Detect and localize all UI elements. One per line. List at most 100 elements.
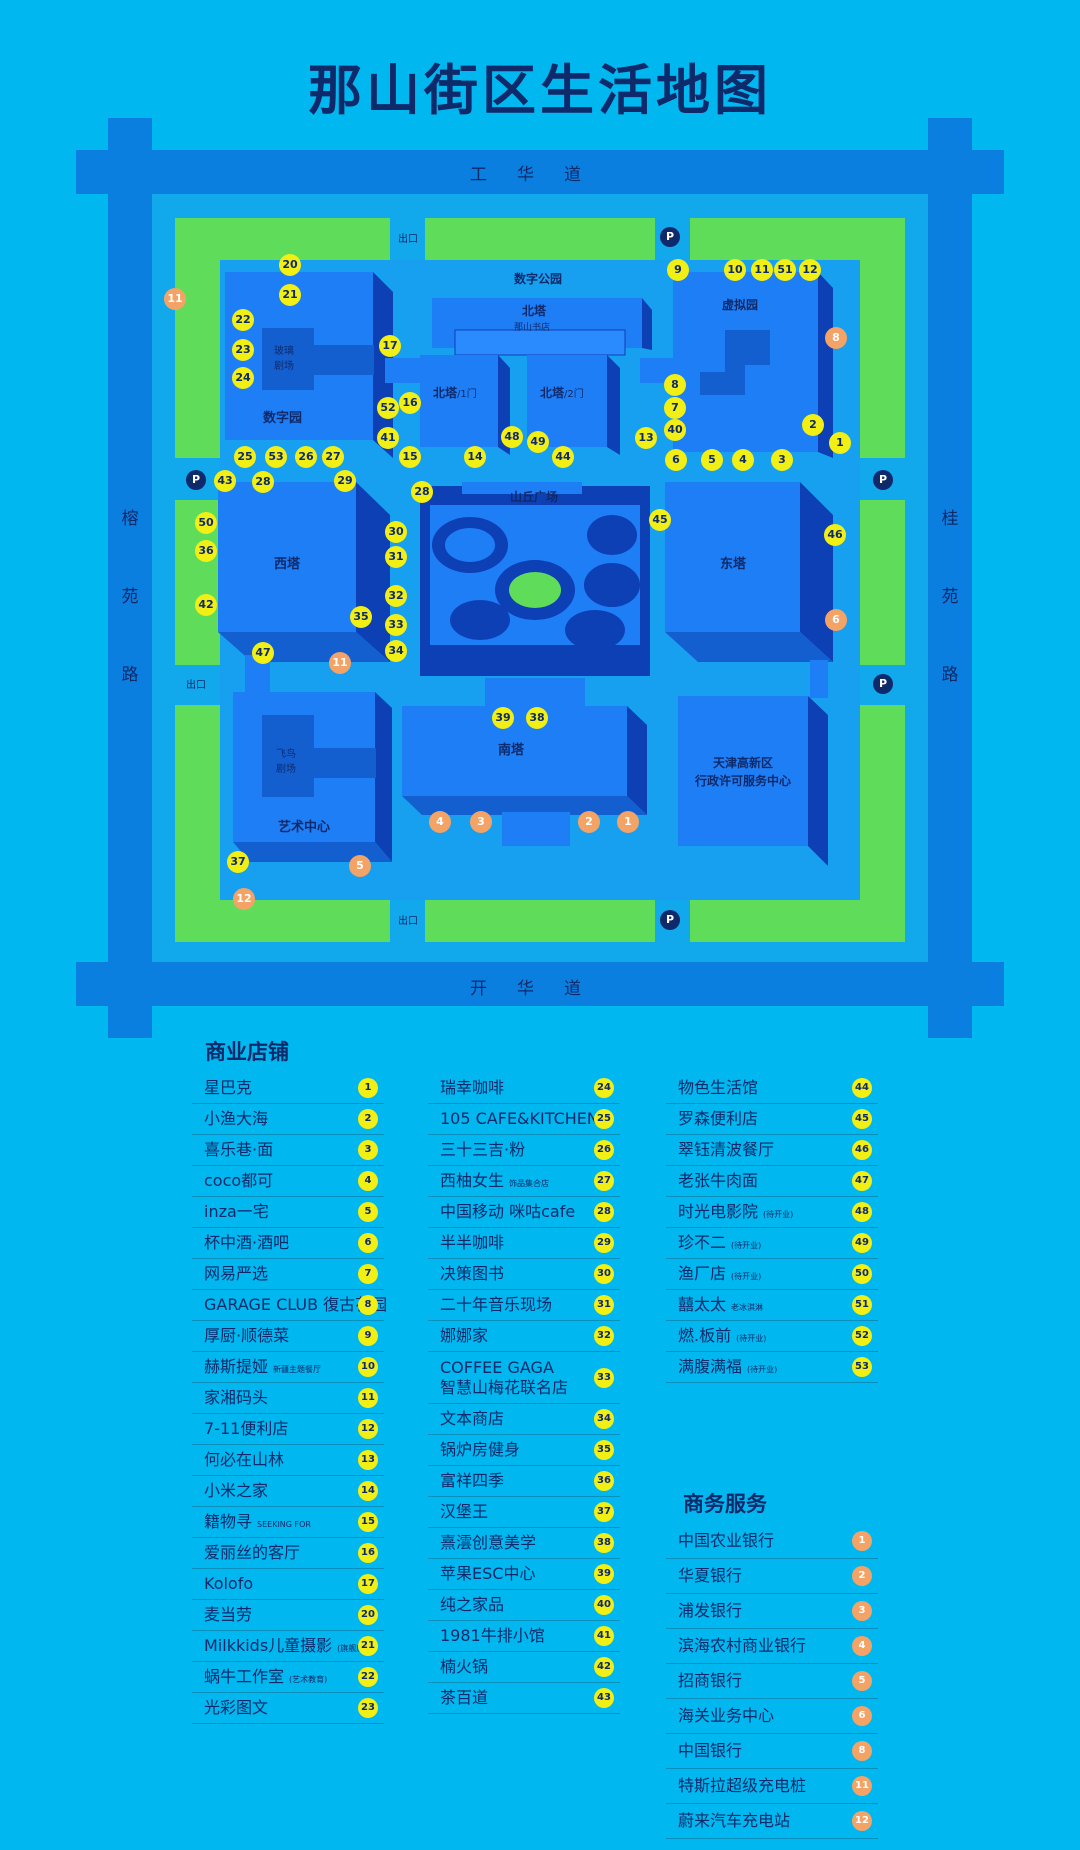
map-marker-service: 2 bbox=[578, 811, 600, 833]
legend-name: 茶百道 bbox=[440, 1688, 489, 1707]
map-marker-shop: 25 bbox=[234, 446, 256, 468]
map-marker-shop: 39 bbox=[492, 707, 514, 729]
legend-name: 中国农业银行 bbox=[678, 1531, 775, 1550]
legend-note: (待开业) bbox=[731, 1272, 762, 1281]
legend-name: 蜗牛工作室 bbox=[204, 1667, 285, 1686]
legend-name: 滨海农村商业银行 bbox=[678, 1636, 807, 1655]
legend-note: (待开业) bbox=[736, 1334, 767, 1343]
legend-note: (待开业) bbox=[731, 1241, 762, 1250]
legend-number-badge: 41 bbox=[594, 1626, 614, 1646]
legend-name: 小渔大海 bbox=[204, 1109, 269, 1128]
map-marker-shop: 2 bbox=[802, 414, 824, 436]
legend-name: 小米之家 bbox=[204, 1481, 269, 1500]
legend-number-badge: 40 bbox=[594, 1595, 614, 1615]
map-marker-service: 1 bbox=[617, 811, 639, 833]
legend-number-badge: 1 bbox=[358, 1078, 378, 1098]
map-marker-shop: 49 bbox=[527, 431, 549, 453]
legend-number-badge: 34 bbox=[594, 1409, 614, 1429]
legend-number-badge: 30 bbox=[594, 1264, 614, 1284]
legend-name: 苹果ESC中心 bbox=[440, 1564, 536, 1583]
label-admin-center: 天津高新区 行政许可服务中心 bbox=[694, 756, 791, 788]
legend-name: 翠钰清波餐厅 bbox=[678, 1140, 775, 1159]
map-marker-shop: 48 bbox=[501, 426, 523, 448]
legend-number-badge: 51 bbox=[852, 1295, 872, 1315]
label-north-tower-gate2: 北塔/2门 bbox=[540, 384, 584, 401]
legend-number-badge: 27 bbox=[594, 1171, 614, 1191]
map-marker-shop: 50 bbox=[195, 512, 217, 534]
district-map bbox=[76, 118, 1004, 1038]
map-marker-shop: 26 bbox=[295, 446, 317, 468]
road-right-name: 桂苑路 bbox=[941, 509, 959, 685]
legend-number-badge: 50 bbox=[852, 1264, 872, 1284]
legend-name: inza一宅 bbox=[204, 1202, 269, 1221]
map-marker-shop: 28 bbox=[252, 471, 274, 493]
legend-number-badge: 42 bbox=[594, 1657, 614, 1677]
legend-row: 杯中酒·酒吧 6 bbox=[192, 1228, 384, 1259]
legend-name: 老张牛肉面 bbox=[678, 1171, 759, 1190]
legend-name: 汉堡王 bbox=[440, 1502, 489, 1521]
legend-row: Milkkids儿童摄影(旗舰店)21 bbox=[192, 1631, 384, 1662]
legend-name: 三十三吉·粉 bbox=[440, 1140, 526, 1159]
map-marker-shop: 37 bbox=[227, 851, 249, 873]
road-left-name: 榕苑路 bbox=[121, 509, 139, 685]
map-marker-shop: 6 bbox=[665, 449, 687, 471]
map-marker-shop: 22 bbox=[232, 309, 254, 331]
map-marker-shop: 5 bbox=[701, 449, 723, 471]
legend-name: 厚厨·顺德菜 bbox=[204, 1326, 290, 1345]
legend-number-badge: 6 bbox=[358, 1233, 378, 1253]
legend-number-badge: 12 bbox=[358, 1419, 378, 1439]
map-marker-shop: 14 bbox=[464, 446, 486, 468]
map-marker-shop: 17 bbox=[379, 335, 401, 357]
legend-name: 时光电影院 bbox=[678, 1202, 759, 1221]
legend-name: 满腹满福 bbox=[678, 1357, 743, 1376]
page-title: 那山街区生活地图 bbox=[308, 59, 772, 122]
legend-number-badge: 15 bbox=[358, 1512, 378, 1532]
map-marker-shop: 32 bbox=[385, 585, 407, 607]
map-marker-shop: 24 bbox=[232, 367, 254, 389]
legend-name: 罗森便利店 bbox=[678, 1109, 759, 1128]
legend-number-badge: 10 bbox=[358, 1357, 378, 1377]
legend-number-badge: 3 bbox=[358, 1140, 378, 1160]
legend-number-badge: 11 bbox=[852, 1776, 872, 1796]
map-marker-shop: 34 bbox=[385, 640, 407, 662]
legend-number-badge: 48 bbox=[852, 1202, 872, 1222]
legend-name: 渔厂店 bbox=[678, 1264, 727, 1283]
legend-name: 杯中酒·酒吧 bbox=[204, 1233, 290, 1252]
map-marker-service: 11 bbox=[164, 288, 186, 310]
legend-number-badge: 36 bbox=[594, 1471, 614, 1491]
map-marker-shop: 27 bbox=[322, 446, 344, 468]
map-marker-service: 6 bbox=[825, 609, 847, 631]
gate1-sub: /1门 bbox=[457, 389, 477, 400]
gate1-main: 北塔 bbox=[433, 386, 458, 400]
legend-name: 半半咖啡 bbox=[440, 1233, 505, 1252]
legend-number-badge: 43 bbox=[594, 1688, 614, 1708]
legend-name: 光彩图文 bbox=[204, 1698, 269, 1717]
exit-label-top: 出口 bbox=[398, 234, 418, 245]
label-north-tower: 北塔 bbox=[522, 304, 547, 318]
legend-name: 星巴克 bbox=[204, 1078, 253, 1097]
legend-name: 娜娜家 bbox=[440, 1326, 489, 1345]
legend-row: 渔厂店 (待开业) 50 bbox=[666, 1259, 878, 1290]
legend-name: 海关业务中心 bbox=[678, 1706, 775, 1725]
legend-name: 囍太太 bbox=[678, 1295, 727, 1314]
legend-name: 蔚来汽车充电站 bbox=[678, 1811, 791, 1830]
map-marker-shop: 7 bbox=[664, 397, 686, 419]
legend-name: 锅炉房健身 bbox=[440, 1440, 521, 1459]
